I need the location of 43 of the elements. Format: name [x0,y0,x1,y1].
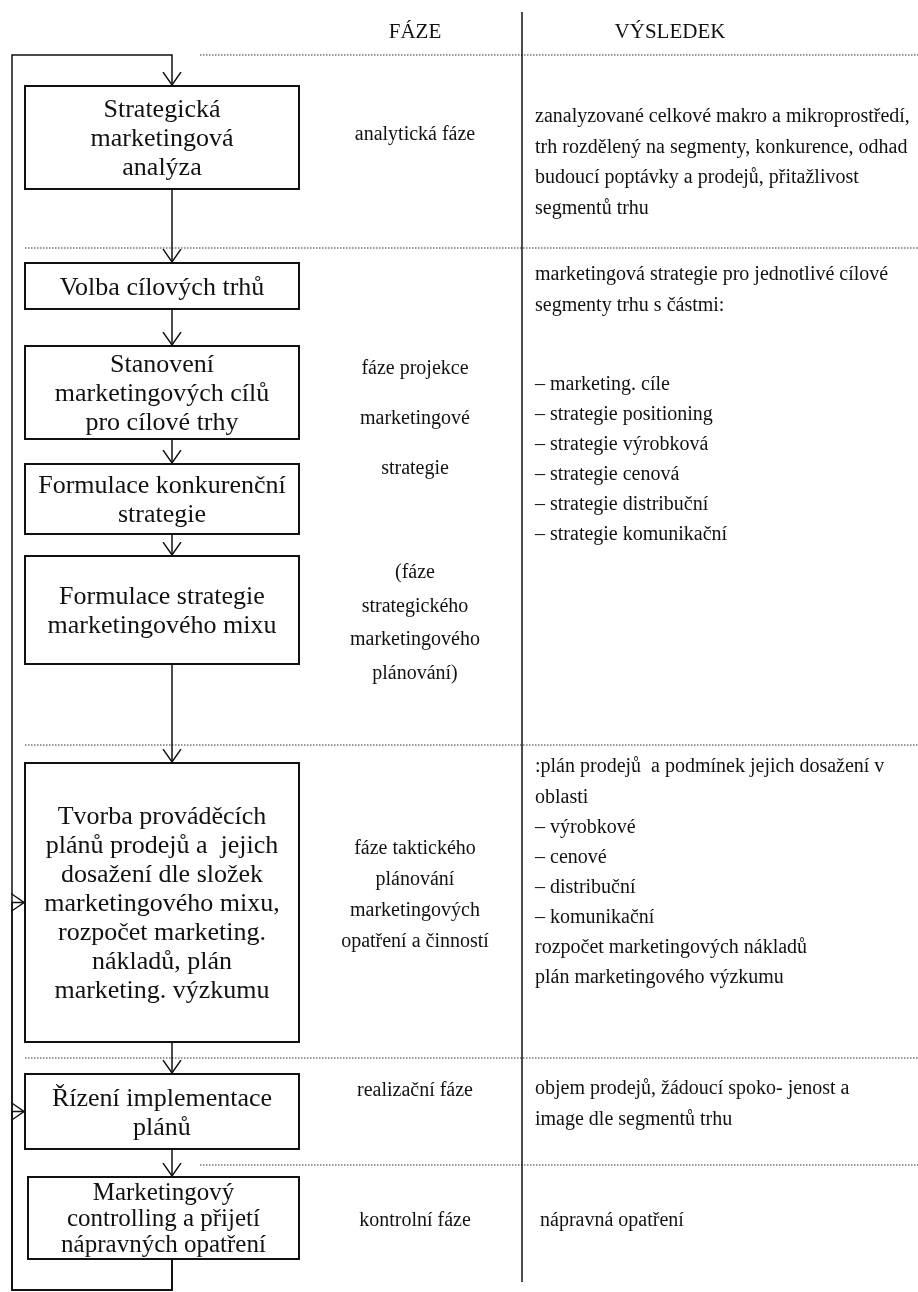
result-text: nápravná opatření [540,1207,685,1233]
result-text: rozpočet marketingových nákladů [535,934,809,960]
process-box: Stanovení marketingových cílů pro cílové trhy [24,345,300,440]
phase-label: analytická fáze [353,121,477,147]
arrow [162,1042,182,1074]
phase-label: fáze projekce [360,355,470,381]
result-text: – strategie positioning [535,401,714,427]
column-heading: FÁZE [387,18,443,45]
result-text: :plán prodejů a podmínek jejich dosažení v oblasti [535,753,886,809]
phase-label: kontrolní fáze [358,1207,472,1232]
arrow [162,189,182,263]
arrow [162,664,182,763]
process-box: Řízení implementace plánů [24,1073,300,1150]
phase-label: strategie [380,455,450,481]
phase-label: marketingové [359,405,471,431]
result-text: – strategie cenová [535,461,681,487]
result-text: – výrobkové [535,814,637,840]
result-text: – komunikační [535,904,656,929]
phase-label: (fáze strategického marketingového plánování) [349,559,481,686]
process-box: Formulace konkurenční strategie [24,463,300,535]
process-box: Strategická marketingová analýza [24,85,300,190]
result-text: – distribuční [535,874,637,899]
phase-label: realizační fáze [356,1077,474,1102]
result-text: – cenové [535,844,608,869]
result-text: – strategie výrobková [535,431,710,457]
arrow [162,534,182,556]
process-box: Marketingový controlling a přijetí nápravných opatření [27,1176,300,1260]
result-text: objem prodejů, žádoucí spoko- jenost a image dle segmentů trhu [535,1075,851,1132]
result-text: – marketing. cíle [535,371,671,397]
result-text: zanalyzované celkové makro a mikroprostředí, trh rozdělený na segmenty, konkurence, odhad budoucí poptávky a prodejů, přitažlivost segmentů trhu [535,103,911,221]
result-text: plán marketingového výzkumu [535,964,785,990]
phase-label: fáze taktického plánování marketingových opatření a činností [340,835,490,954]
arrow [162,309,182,346]
column-heading: VÝSLEDEK [613,18,727,45]
result-text: marketingová strategie pro jednotlivé cílové segmenty trhu s částmi: [535,261,890,318]
result-text: – strategie distribuční [535,491,710,517]
process-box: Volba cílových trhů [24,262,300,310]
arrow [162,1149,182,1177]
arrow [162,439,182,464]
arrow [10,1101,173,1291]
result-text: – strategie komunikační [535,521,729,547]
process-box: Tvorba prováděcích plánů prodejů a jejich dosažení dle složek marketingového mixu, rozpočet marketing. nákladů, plán marketing. výzkumu [24,762,300,1043]
process-box: Formulace strategie marketingového mixu [24,555,300,665]
